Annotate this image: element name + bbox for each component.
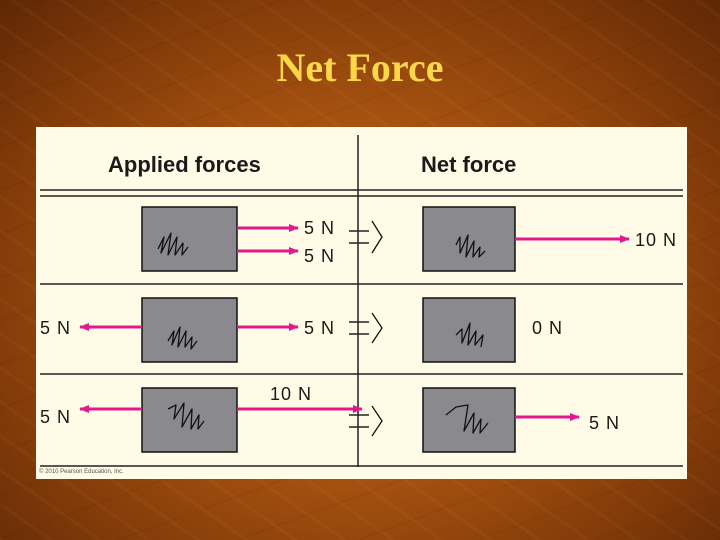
block-row2-net [422,297,516,363]
label-row3-applied-right: 10 N [270,384,312,404]
block-scribble [445,404,489,434]
copyright-text: © 2010 Pearson Education, Inc. [39,468,124,475]
result-chevron [371,405,383,437]
block-row1-applied [141,206,238,272]
label-row2-net: 0 N [532,318,563,338]
label-row1-applied-a: 5 N [304,218,335,238]
block-row3-applied [141,387,238,453]
block-row1-net [422,206,516,272]
slide-title: Net Force [276,45,444,90]
result-chevron [371,220,383,254]
block-row2-applied [141,297,238,363]
label-row3-applied-left: 5 N [40,407,71,427]
block-scribble [455,322,484,348]
label-row2-applied-left: 5 N [40,318,71,338]
row-2: 5 N 5 N 0 N [40,297,563,363]
label-row3-net: 5 N [589,413,620,433]
row-3: 5 N 10 N 5 N [40,384,620,453]
block-scribble [167,326,198,350]
block-row3-net [422,387,516,453]
block-scribble [455,234,486,258]
force-diagram-panel: Applied forces Net force 5 N 5 N 10 N [36,127,687,479]
result-chevron [371,312,383,344]
force-diagram: Applied forces Net force 5 N 5 N 10 N [39,135,683,475]
block-scribble [167,402,205,430]
header-net-force: Net force [421,152,516,177]
row-1: 5 N 5 N 10 N [141,206,677,272]
label-row1-applied-b: 5 N [304,246,335,266]
label-row1-net: 10 N [635,230,677,250]
label-row2-applied-right: 5 N [304,318,335,338]
block-scribble [157,232,189,256]
header-applied-forces: Applied forces [108,152,261,177]
